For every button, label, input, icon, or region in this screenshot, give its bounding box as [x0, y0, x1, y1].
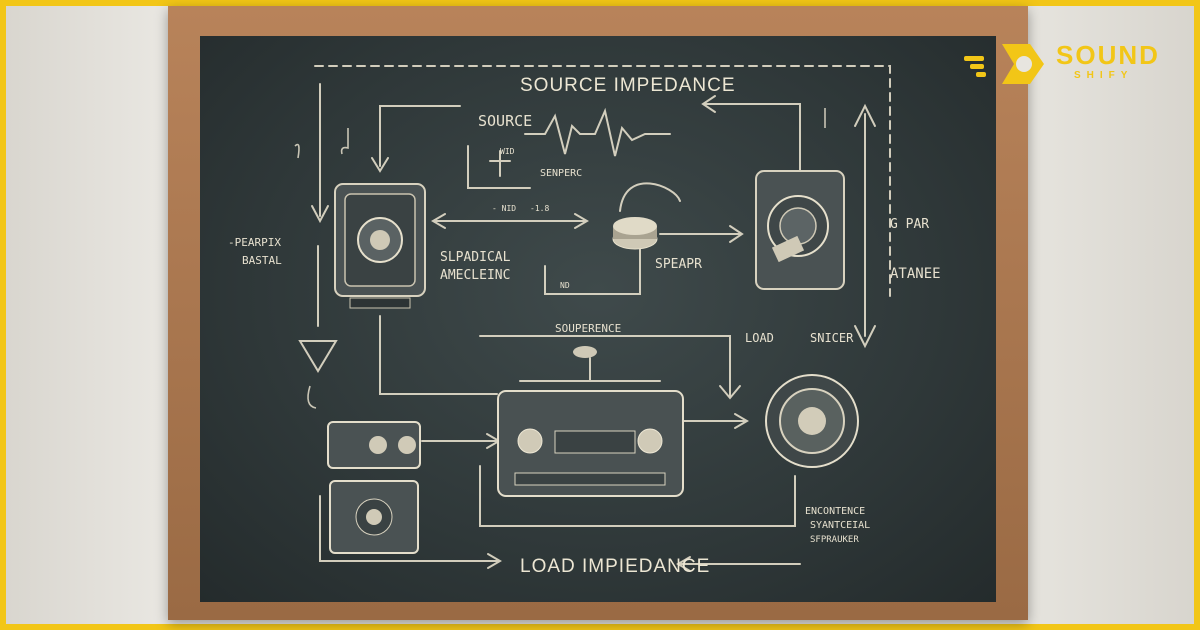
label-souperence: SOUPERENCE: [555, 322, 621, 335]
connector: [479, 465, 796, 527]
label-ataneie: ATANEE: [890, 266, 941, 282]
brand-logo[interactable]: SOUND SHIFY: [962, 34, 1172, 94]
label-syantceial: SYANTCEIAL: [810, 520, 870, 531]
label-gpar: G PAR: [890, 217, 929, 232]
arrow-head: [734, 413, 749, 429]
source-impedance-title: SOURCE IMPEDANCE: [520, 75, 736, 96]
logo-name: SOUND: [1056, 40, 1160, 70]
label-senperc: SENPERC: [540, 168, 582, 179]
logo-subtitle: SHIFY: [1074, 70, 1134, 81]
arrow-head: [729, 225, 744, 243]
label-pearpix: -PEARPIX: [228, 236, 281, 249]
waveform: [524, 107, 671, 157]
note-scribble: [294, 143, 300, 159]
arrow-head: [854, 103, 876, 127]
amplifier-unit: [497, 346, 684, 497]
arrow-head: [311, 205, 329, 224]
note-scribble: [340, 128, 349, 155]
label-amecleinc: AMECLEINC: [440, 268, 510, 283]
arrow-line: [379, 105, 461, 167]
label-num: -1.8: [530, 204, 549, 213]
load-impedance-title: LOAD IMPIEDANCE: [520, 556, 710, 577]
arrow-head: [676, 556, 691, 572]
arrow-head: [854, 325, 876, 349]
label-source: SOURCE: [478, 112, 532, 130]
label-nd: ND: [560, 281, 570, 290]
axis-sketch: [467, 145, 531, 189]
round-speaker: [765, 374, 859, 468]
note-scribble: [307, 385, 317, 409]
connector: [619, 182, 681, 212]
arrow-head: [701, 95, 716, 113]
arrow-line: [319, 495, 499, 562]
label-nid: - NID: [492, 204, 516, 213]
cross-mark: [489, 150, 511, 177]
label-speapr: SPEAPR: [655, 257, 702, 272]
label-bastal: BASTAL: [242, 254, 282, 267]
label-encontence: ENCONTENCE: [805, 506, 865, 517]
left-speaker: [334, 183, 426, 309]
small-amp: [327, 421, 421, 469]
label-spicer: SNICER: [810, 331, 854, 345]
triangle-arrow: [298, 340, 338, 373]
arrow-head: [719, 385, 741, 400]
arrow-head: [371, 157, 389, 173]
center-knob: [612, 217, 658, 250]
right-speaker: [755, 170, 845, 290]
connector: [379, 315, 498, 395]
label-sepadical: SLPADICAL: [440, 250, 511, 265]
arrow-head: [431, 213, 589, 229]
dashed-boundary: [314, 65, 891, 297]
small-speaker: [329, 480, 419, 554]
chalkboard: SOURCE IMPEDANCE LOAD IMPIEDANCE SOURCE …: [200, 36, 996, 602]
arrow-line: [704, 103, 801, 187]
arrow-head: [487, 553, 502, 569]
diagram-canvas: SOURCE IMPEDANCE LOAD IMPIEDANCE SOURCE …: [228, 65, 941, 577]
logo-icon: [964, 44, 1044, 84]
label-load: LOAD: [745, 331, 774, 345]
connector: [479, 335, 731, 397]
label-sfpraukier: SFPRAUKER: [810, 535, 859, 545]
connector: [544, 235, 641, 295]
label-wid: WID: [500, 147, 515, 156]
